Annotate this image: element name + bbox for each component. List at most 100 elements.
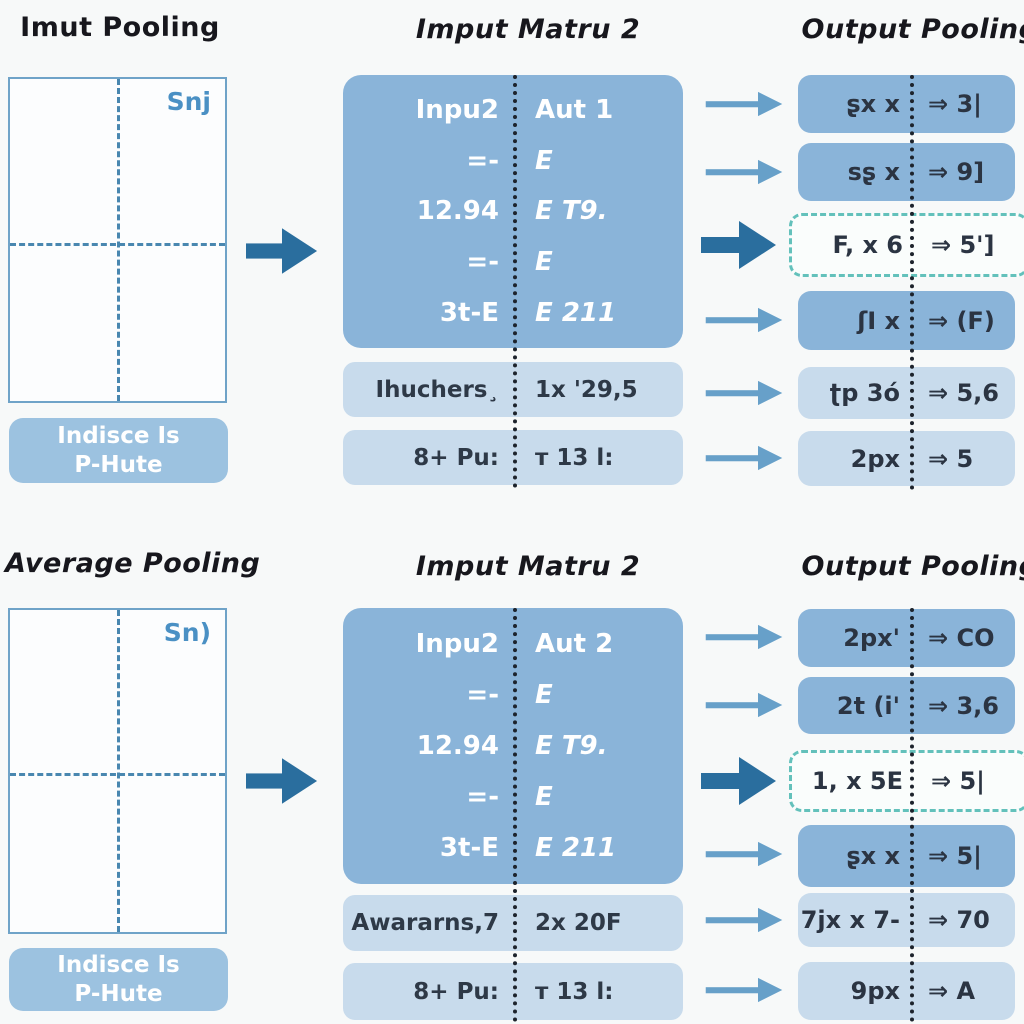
matrix-row: 3t-E E 211	[343, 298, 683, 328]
arrow-right-icon	[703, 379, 785, 407]
output-row: 9px ⇒ A	[798, 962, 1015, 1020]
arrow-right-icon	[703, 691, 785, 719]
matrix-row: =- E	[343, 247, 683, 277]
output-row: 7jx x 7- ⇒ 70	[798, 893, 1015, 947]
matrix-cell: =-	[466, 679, 499, 710]
index-badge-line1: Indisce Is	[57, 951, 180, 978]
index-badge: Indisce Is P-Hute	[9, 948, 228, 1011]
matrix-cell: E T9.	[535, 196, 608, 227]
output-cell: ⇒ 5|	[931, 767, 985, 795]
section-title-output-pooling: Output Pooling	[801, 551, 1024, 582]
output-dotted-divider	[910, 75, 914, 490]
output-row: ʂx x ⇒ 5|	[798, 825, 1015, 887]
grid-horizontal-divider	[10, 773, 225, 776]
index-badge-line1: Indisce Is	[57, 422, 180, 449]
arrow-right-icon	[703, 906, 785, 934]
input-grid: Snj	[8, 77, 227, 403]
arrow-right-icon	[703, 90, 785, 118]
footer-cell: 1x '29,5	[535, 376, 638, 403]
output-row: ʂx x ⇒ 3|	[798, 75, 1015, 133]
output-row: ʃI x ⇒ (F)	[798, 291, 1015, 350]
arrow-right-icon	[246, 756, 318, 806]
section-title-average-pooling: Average Pooling	[5, 548, 261, 579]
grid-corner-label: Sn)	[163, 618, 211, 647]
matrix-row: =- E	[343, 680, 683, 710]
arrow-right-icon	[703, 306, 785, 334]
matrix-header-right: Aut 1	[535, 95, 614, 126]
matrix-cell: E	[535, 247, 553, 278]
matrix-cell: =-	[466, 782, 499, 813]
matrix-row: 3t-E E 211	[343, 833, 683, 863]
output-cell: ʈp 3ó	[829, 379, 900, 407]
matrix-cell: E 211	[535, 297, 617, 328]
output-cell: ⇒ 70	[928, 906, 990, 934]
matrix-dotted-divider	[513, 608, 517, 1022]
index-badge-line2: P-Hute	[74, 980, 163, 1007]
matrix-header-right: Aut 2	[535, 628, 614, 659]
output-cell: ⇒ 3|	[928, 90, 982, 118]
output-cell: ʃI x	[857, 306, 900, 335]
matrix-header-row: Inpu2 Aut 1	[343, 95, 683, 125]
matrix-cell: 12.94	[416, 730, 499, 761]
output-cell: ⇒ 5	[928, 444, 974, 473]
arrow-right-icon	[703, 444, 785, 472]
output-cell: 2px	[850, 444, 900, 473]
output-cell: ⇒ 5,6	[928, 379, 999, 407]
grid-vertical-divider	[117, 610, 120, 932]
section-title-input-matrix: Imput Matru 2	[415, 14, 641, 45]
output-cell: ⇒ CO	[928, 624, 995, 652]
footer-cell: 8+ Pu:	[413, 978, 499, 1005]
matrix-cell: =-	[466, 247, 499, 278]
matrix-cell: E	[535, 782, 553, 813]
section-title-input-matrix: Imput Matru 2	[415, 551, 641, 582]
matrix-row: =- E	[343, 146, 683, 176]
output-dotted-divider	[910, 608, 914, 1022]
footer-cell: 8+ Pu:	[413, 444, 499, 471]
arrow-right-icon	[700, 219, 778, 271]
grid-horizontal-divider	[10, 243, 225, 246]
output-cell: ⇒ 9]	[928, 158, 985, 186]
output-row: 2px' ⇒ CO	[798, 609, 1015, 667]
arrow-right-icon	[700, 755, 778, 807]
output-cell: ⇒ (F)	[928, 306, 995, 335]
footer-cell: 2x 20F	[535, 910, 622, 936]
index-badge: Indisce Is P-Hute	[9, 418, 228, 483]
output-cell: sʂ x	[847, 158, 900, 186]
section-title-output-pooling: Output Pooling	[801, 14, 1024, 45]
output-cell: ⇒ 5|	[928, 842, 982, 870]
matrix-header-left: Inpu2	[415, 95, 499, 126]
arrow-right-icon	[703, 976, 785, 1004]
output-cell: ⇒ 5']	[931, 231, 995, 259]
matrix-cell: E	[535, 145, 553, 176]
output-cell: F, x 6	[832, 231, 903, 259]
matrix-cell: E T9.	[535, 730, 608, 761]
matrix-cell: =-	[466, 145, 499, 176]
grid-vertical-divider	[117, 79, 120, 401]
output-row: ʈp 3ó ⇒ 5,6	[798, 367, 1015, 419]
footer-cell: Awararns,7	[351, 910, 499, 936]
matrix-header-row: Inpu2 Aut 2	[343, 629, 683, 659]
index-badge-line2: P-Hute	[74, 451, 163, 478]
output-cell: ʂx x	[846, 842, 900, 870]
matrix-dotted-divider	[513, 75, 517, 488]
matrix-cell: E 211	[535, 833, 617, 864]
output-row-highlighted: F, x 6 ⇒ 5']	[789, 213, 1024, 277]
matrix-row: 12.94 E T9.	[343, 731, 683, 761]
footer-cell: Ihuchers¸	[375, 376, 499, 403]
footer-cell: т 13 l:	[535, 444, 614, 471]
input-grid: Sn)	[8, 608, 227, 934]
output-cell: ʂx x	[846, 90, 900, 118]
output-cell: 1, x 5E	[811, 767, 903, 795]
output-cell: ⇒ A	[928, 977, 976, 1005]
output-cell: 2px'	[843, 624, 900, 652]
output-cell: ⇒ 3,6	[928, 691, 999, 720]
matrix-cell: 3t-E	[439, 297, 499, 328]
section-title-input-pooling: Imut Pooling	[20, 12, 220, 43]
arrow-right-icon	[703, 158, 785, 186]
output-cell: 7jx x 7-	[800, 906, 900, 934]
output-row: 2t (i' ⇒ 3,6	[798, 677, 1015, 734]
output-cell: 9px	[850, 977, 900, 1005]
output-row: sʂ x ⇒ 9]	[798, 143, 1015, 201]
matrix-row: 12.94 E T9.	[343, 196, 683, 226]
footer-cell: т 13 l:	[535, 978, 614, 1005]
